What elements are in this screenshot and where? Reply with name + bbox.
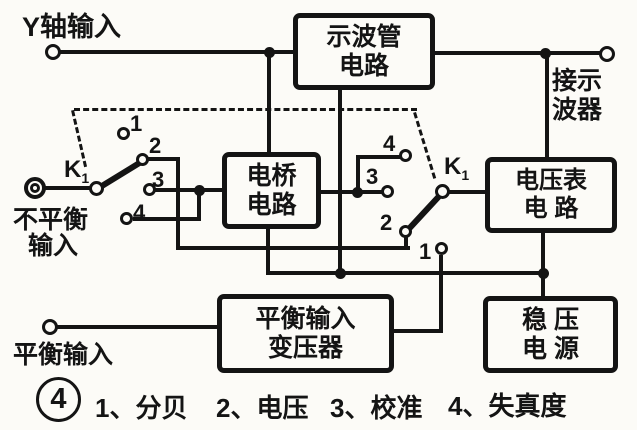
- wire-right-contact2-down: [404, 236, 408, 250]
- wire-unbalanced-to-pivot: [44, 186, 93, 190]
- wire-bus-to-power: [541, 273, 545, 299]
- junction-scope-output: [540, 48, 551, 59]
- gang-linkage-right-diagonal: [413, 112, 437, 179]
- bridge-circuit-block: 电桥 电路: [222, 152, 321, 229]
- right-switch-pivot: [435, 184, 450, 199]
- wire-bottom-bus: [266, 271, 546, 275]
- left-contact-4-label: 4: [133, 200, 146, 225]
- junction-left-tie-34: [194, 185, 205, 196]
- to-oscilloscope-terminal: [599, 46, 615, 62]
- to-oscilloscope-label-line2: 波器: [552, 96, 603, 124]
- figure-number-badge: 4: [36, 377, 81, 422]
- left-switch-contact-1: [117, 127, 130, 140]
- wire-contact2-link: [176, 246, 410, 250]
- left-contact-3-label: 3: [152, 167, 165, 192]
- balanced-input-label: 平衡输入: [13, 341, 114, 369]
- gang-linkage-dashed-line: [74, 108, 417, 111]
- left-switch-contact-4: [120, 212, 133, 225]
- voltmeter-circuit-block: 电压表 电 路: [485, 157, 617, 233]
- wire-bridge-bottom-to-bus: [266, 227, 270, 275]
- wire-left-contact2-right: [147, 157, 180, 161]
- right-switch-contact-3: [381, 185, 394, 198]
- junction-bus-crt: [335, 268, 346, 279]
- junction-bus-power: [538, 268, 549, 279]
- left-switch-pivot: [89, 181, 104, 196]
- junction-right-tie-34: [352, 187, 363, 198]
- right-switch-contact-4: [399, 149, 412, 162]
- unbalanced-input-label-line1: 不平衡: [13, 206, 89, 234]
- wire-crt-bottom-to-bus: [338, 87, 342, 276]
- left-switch-contact-2: [136, 153, 149, 166]
- left-contact-2-label: 2: [149, 133, 162, 158]
- voltmeter-circuit-line2: 电 路: [523, 195, 579, 222]
- y-axis-input-label: Y轴输入: [22, 12, 122, 42]
- bridge-circuit-line2: 电路: [246, 190, 297, 219]
- left-contact-1-label: 1: [130, 111, 143, 136]
- wire-left-contact4: [133, 217, 201, 221]
- unbalanced-input-terminal-inner: [30, 183, 40, 193]
- power-line2: 电 源: [522, 334, 579, 363]
- wire-left-contact2-down: [176, 157, 180, 250]
- crt-circuit-line2: 电路: [338, 51, 389, 80]
- right-switch-name-sub: 1: [461, 166, 470, 183]
- left-switch-name: K1: [64, 156, 90, 186]
- wire-scope-junction-to-voltmeter: [545, 53, 549, 159]
- wire-right-contact4: [356, 155, 404, 159]
- wire-y-junction-to-bridge: [267, 52, 271, 154]
- right-contact-3-label: 3: [366, 164, 379, 189]
- legend-item-1: 1、分贝: [95, 393, 188, 423]
- right-contact-4-label: 4: [383, 131, 396, 156]
- wire-left-contact3-to-bridge: [155, 188, 225, 192]
- right-contact-2-label: 2: [380, 210, 393, 235]
- crt-circuit-line1: 示波管: [326, 22, 402, 51]
- transformer-line1: 平衡输入: [255, 304, 356, 333]
- balanced-input-terminal: [42, 319, 58, 335]
- wire-y-input: [58, 50, 295, 54]
- wire-right-pivot-to-voltmeter: [448, 190, 487, 194]
- right-contact-1-label: 1: [419, 239, 432, 264]
- wire-left-tie-34: [197, 190, 201, 221]
- wire-transformer-to-contact1: [391, 329, 443, 333]
- legend-item-2: 2、电压: [216, 393, 309, 423]
- wire-balanced-input: [55, 325, 219, 329]
- right-switch-contact-2: [399, 225, 412, 238]
- crt-circuit-block: 示波管 电路: [293, 13, 435, 90]
- y-input-terminal: [45, 44, 61, 60]
- legend-item-3: 3、校准: [330, 393, 423, 423]
- transformer-line2: 变压器: [267, 333, 343, 362]
- to-oscilloscope-label-line1: 接示: [552, 67, 603, 95]
- right-switch-name: K1: [444, 153, 470, 183]
- unbalanced-input-label-line2: 输入: [28, 232, 79, 260]
- balanced-input-transformer-block: 平衡输入 变压器: [217, 294, 394, 373]
- wire-voltmeter-to-bus: [541, 230, 545, 274]
- wire-right-contact1-down: [439, 255, 443, 333]
- wire-right-tie-34: [356, 157, 360, 193]
- wire-crt-to-scope-terminal: [433, 51, 605, 55]
- legend-item-4: 4、失真度: [448, 391, 567, 421]
- right-switch-contact-1: [435, 242, 448, 255]
- power-line1: 稳 压: [522, 305, 579, 334]
- left-switch-contact-3: [143, 183, 156, 196]
- junction-y-input: [264, 47, 275, 58]
- regulated-power-supply-block: 稳 压 电 源: [483, 296, 618, 373]
- left-switch-name-sub: 1: [81, 169, 90, 186]
- bridge-circuit-line1: 电桥: [246, 161, 297, 190]
- voltmeter-circuit-line1: 电压表: [515, 167, 587, 195]
